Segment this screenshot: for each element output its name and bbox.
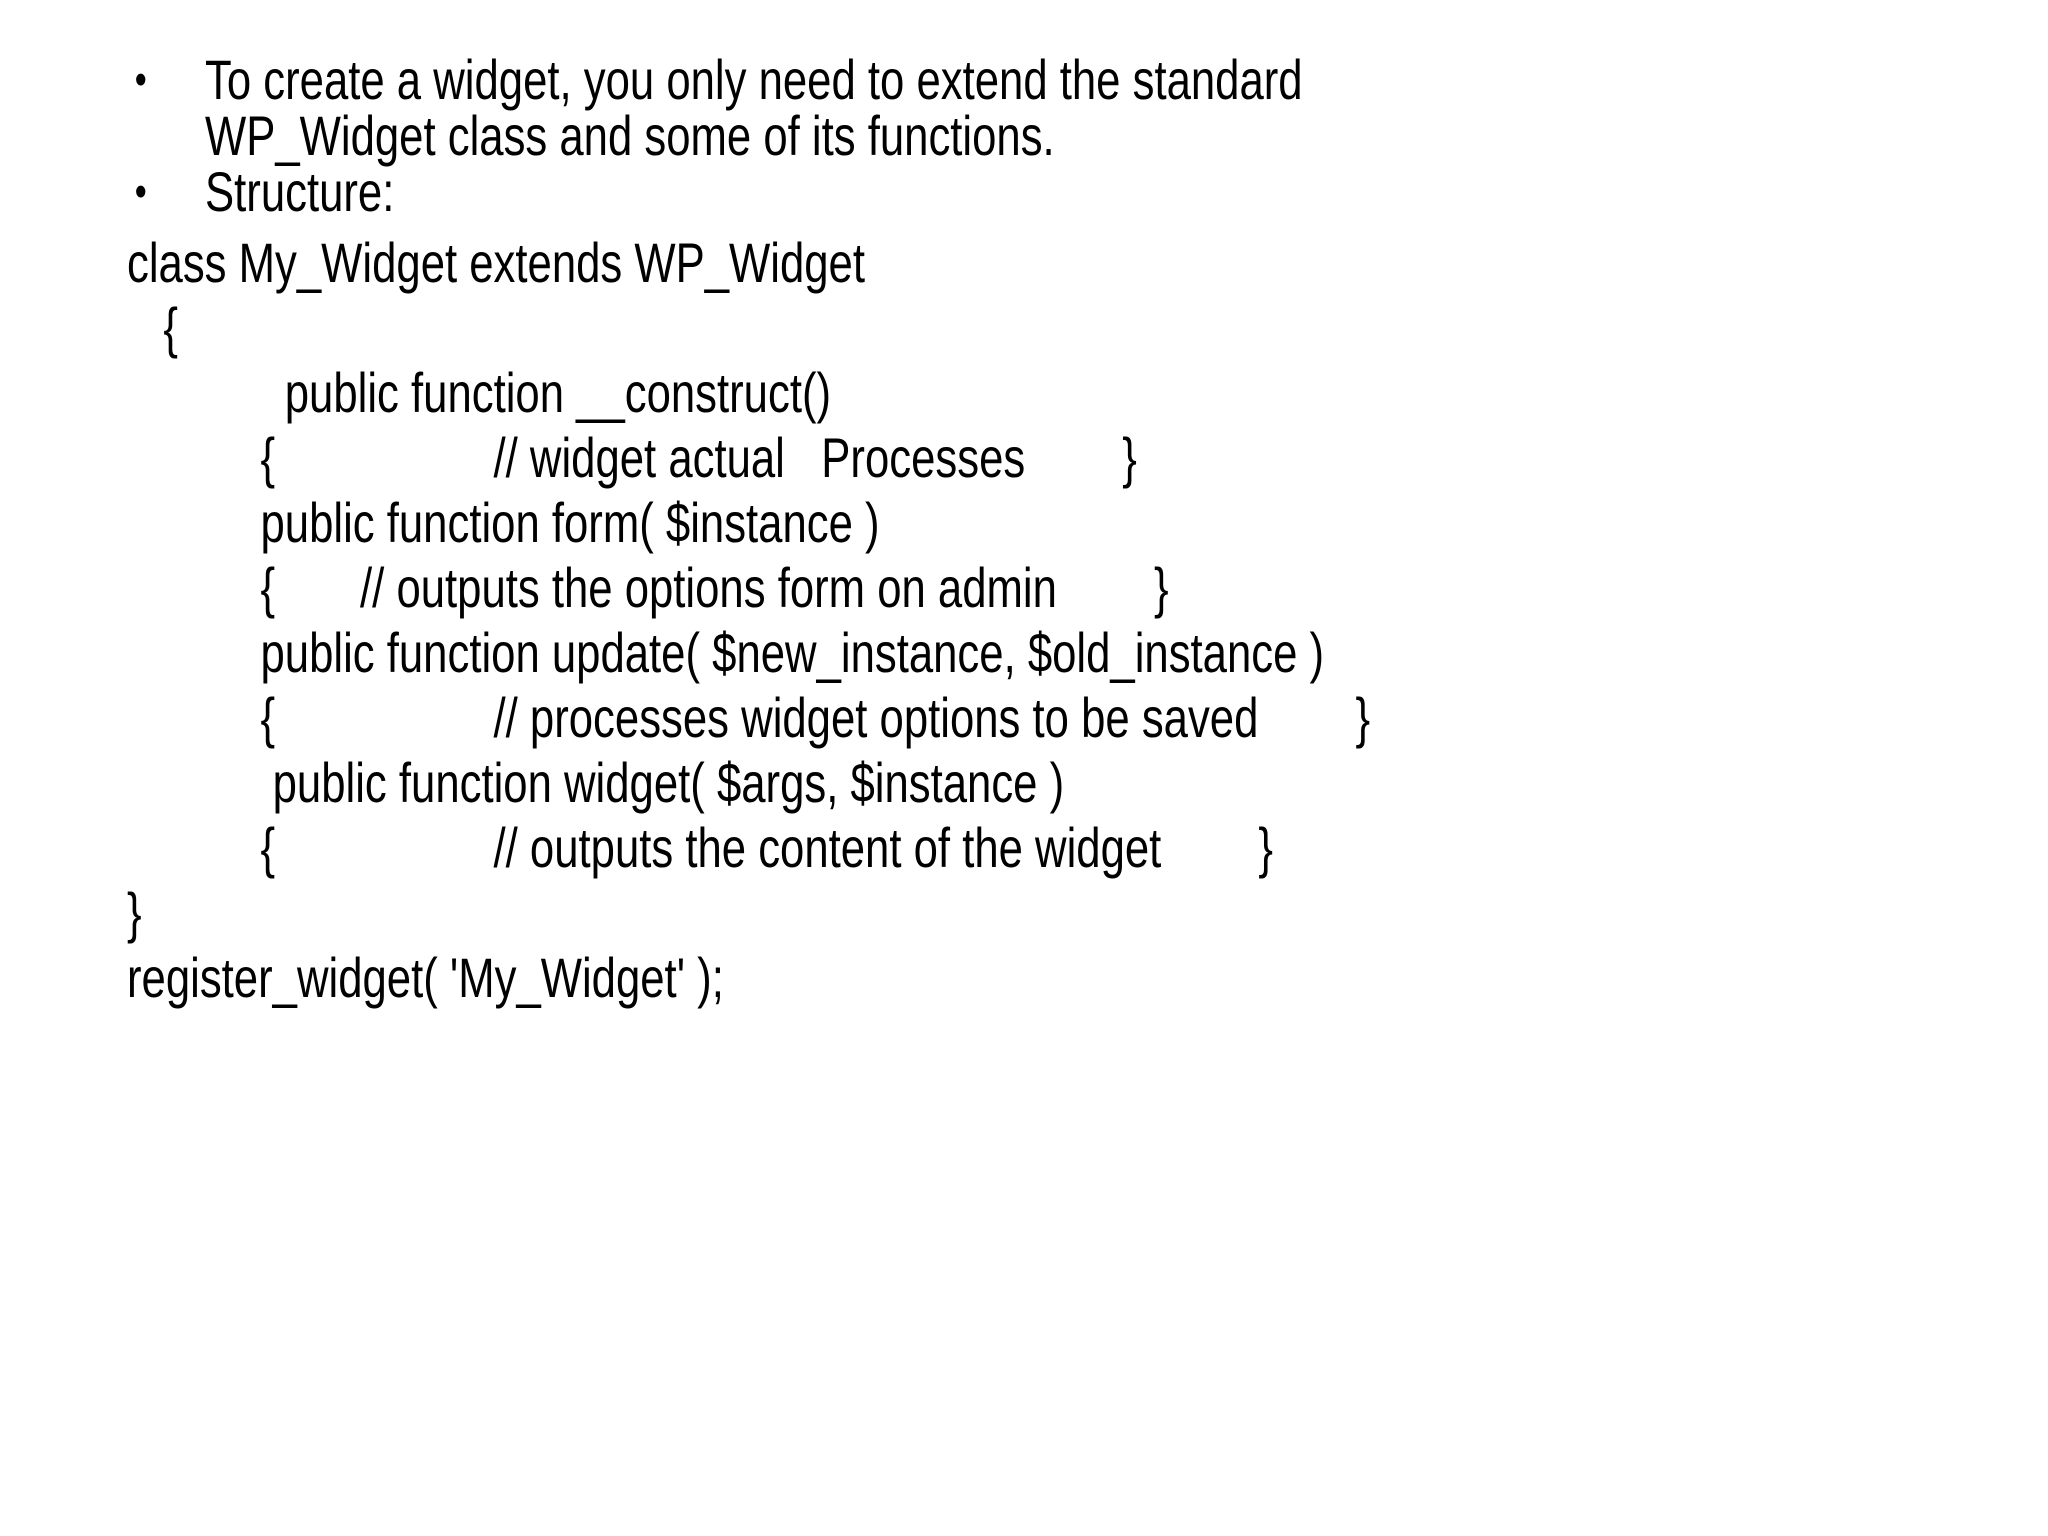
bullet-item-intro: • To create a widget, you only need to e… <box>127 52 1960 164</box>
code-line-widget-body: { // outputs the content of the widget } <box>127 816 1273 879</box>
code-line-construct: public function __construct() <box>127 361 832 424</box>
code-line-register-widget: register_widget( 'My_Widget' ); <box>127 946 724 1009</box>
slide-content: • To create a widget, you only need to e… <box>127 52 1960 1010</box>
bullet-icon: • <box>134 55 147 104</box>
code-line-class-open-brace: { <box>127 296 179 359</box>
code-line-widget: public function widget( $args, $instance… <box>127 751 1065 814</box>
code-line-class-close-brace: } <box>127 881 142 944</box>
code-line-form-body: { // outputs the options form on admin } <box>127 556 1169 619</box>
code-block: class My_Widget extends WP_Widget { publ… <box>127 230 1960 1010</box>
code-line-construct-body: { // widget actual Processes } <box>127 426 1137 489</box>
code-line-update-body: { // processes widget options to be save… <box>127 686 1371 749</box>
bullet-text-intro: To create a widget, you only need to ext… <box>205 48 1303 167</box>
bullet-text-structure: Structure: <box>205 160 395 223</box>
code-line-form: public function form( $instance ) <box>127 491 880 554</box>
code-line-class-declaration: class My_Widget extends WP_Widget <box>127 231 865 294</box>
code-line-update: public function update( $new_instance, $… <box>127 621 1325 684</box>
bullet-item-structure: • Structure: <box>127 164 1960 220</box>
bullet-icon: • <box>134 167 147 216</box>
